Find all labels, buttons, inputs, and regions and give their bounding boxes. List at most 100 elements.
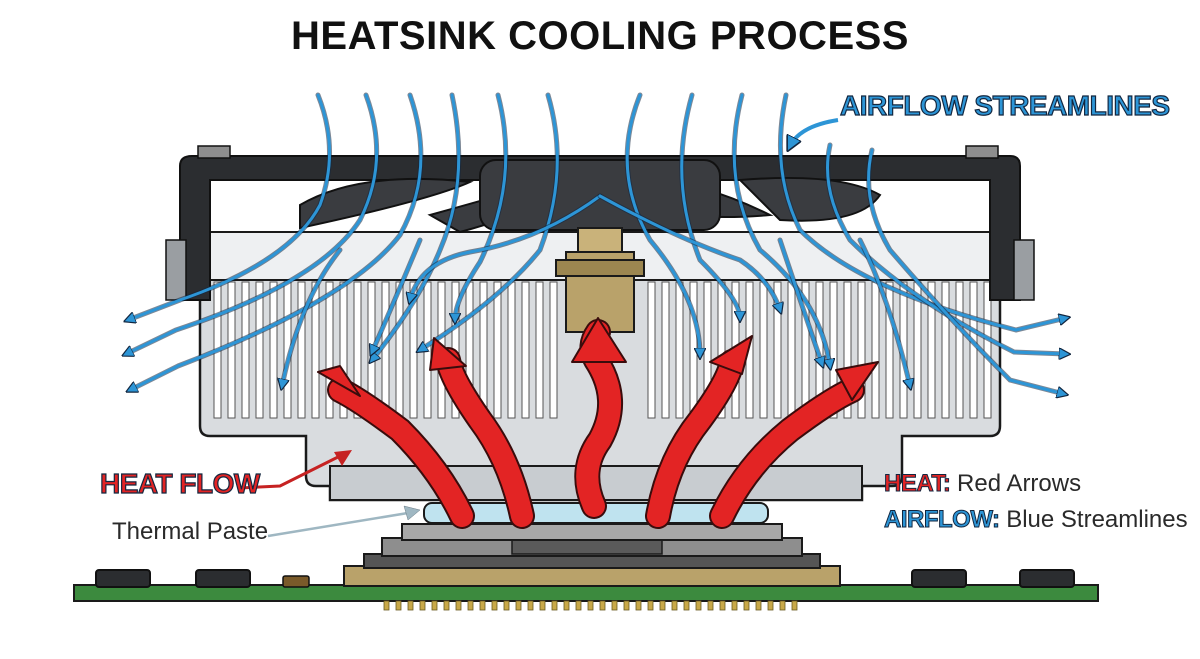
heatsink-fin [297,281,306,419]
pcb-pin [623,600,630,611]
heatsink-fin [423,281,432,419]
pcb-component [1019,569,1075,588]
blue-streamline-icon [372,93,461,360]
pcb-pin [683,600,690,611]
pcb-pin [743,600,750,611]
red-arrow-head [429,337,467,371]
heatsink-fin [549,281,558,419]
heatsink-fin [871,281,880,419]
airflow-streamlines [126,92,1067,394]
heatsink-fin [759,281,768,419]
pcb-pin [443,600,450,611]
heatsink-fin [325,281,334,419]
heatsink-fin [339,281,348,419]
blue-streamline-icon [826,143,1067,354]
red-arrow-head [571,317,627,363]
legend-heat-key: HEAT: [883,470,951,498]
legend-airflow: AIRFLOW: Blue Streamlines [884,506,1188,534]
pcb-pin [515,600,522,611]
pcb-pin [707,600,714,611]
page-title: HEATSINK COOLING PROCESS [291,14,909,58]
pcb-pin [419,600,426,611]
heatsink-fin [969,281,978,419]
pcb-pin [791,600,798,611]
blue-streamline-icon [372,238,422,352]
fan-blade-icon [737,176,882,222]
blue-streamline-icon [858,238,910,386]
blue-streamline-icon [130,93,423,390]
thermal-paste-label: Thermal Paste [112,518,269,545]
heatsink-fin [521,281,530,419]
heat-flow-label: HEAT FLOW [99,467,261,499]
heat-callout-arrow [239,454,341,490]
heatsink-fin [381,281,390,419]
legend-heat-desc: Red Arrows [950,470,1082,497]
blue-streamline-icon [778,238,822,364]
heatsink-fin [787,281,796,419]
heatsink-fin [885,281,894,419]
pcb-pin [407,600,414,611]
pcb-board [73,569,1099,611]
pcb-component [195,569,251,588]
heatsink-fin [661,281,670,419]
heatsink-fin [857,281,866,419]
pcb-pin [395,600,402,611]
red-arrow-head [709,335,753,375]
pcb-component [282,575,310,588]
heatsink-fin [269,281,278,419]
heatsink-fin [311,281,320,419]
heatsink-fin [983,281,992,419]
heatsink-fin [675,281,684,419]
pcb-pin [731,600,738,611]
heatsink-fin [843,281,852,419]
heatsink-fin [227,281,236,419]
legend-airflow-desc: Blue Streamlines [999,506,1188,533]
red-arrow-icon [437,349,533,527]
paste-callout-arrowhead [403,505,421,521]
pcb-pin [599,600,606,611]
blue-streamline-icon [867,148,1064,394]
heatsink-fin [941,281,950,419]
fan-mount-clip [197,145,231,159]
red-arrow-icon [647,351,743,527]
pcb-pin [527,600,534,611]
pcb-pin [383,600,390,611]
pcb-component [95,569,151,588]
red-arrow-head [835,361,879,401]
heatsink-fin [395,281,404,419]
pcb-pin [455,600,462,611]
heatsink-fin [255,281,264,419]
red-arrow-icon [711,379,863,527]
blue-streamline-icon [410,194,602,300]
airflow-streamlines-label: AIRFLOW STREAMLINES [839,89,1170,121]
pcb-pin [503,600,510,611]
blue-streamline-icon [598,194,780,310]
blue-streamline-icon [732,93,830,366]
pcb-pin [431,600,438,611]
pcb-pin [587,600,594,611]
cpu-package [343,523,841,587]
heatsink-fin [493,281,502,419]
pcb-pin [695,600,702,611]
pcb-pin [611,600,618,611]
fan-mount-clip [965,145,999,159]
pcb-pin [767,600,774,611]
pcb-pin [467,600,474,611]
fan-bracket [1013,239,1035,301]
blue-streamline-icon [282,248,342,386]
heat-arrows [317,317,879,529]
heat-callout-arrowhead [334,450,352,466]
pcb-pin [539,600,546,611]
heatsink-fin [507,281,516,419]
fan-blade-icon [299,177,474,230]
airflow-callout-arrow [790,118,839,146]
red-arrow-icon [329,379,473,527]
heatsink-fin [773,281,782,419]
heatsink-fin [829,281,838,419]
pcb-pin [563,600,570,611]
paste-callout-line [267,510,415,538]
pcb-pins [383,600,798,611]
pcb-pin [755,600,762,611]
pcb-pin [635,600,642,611]
